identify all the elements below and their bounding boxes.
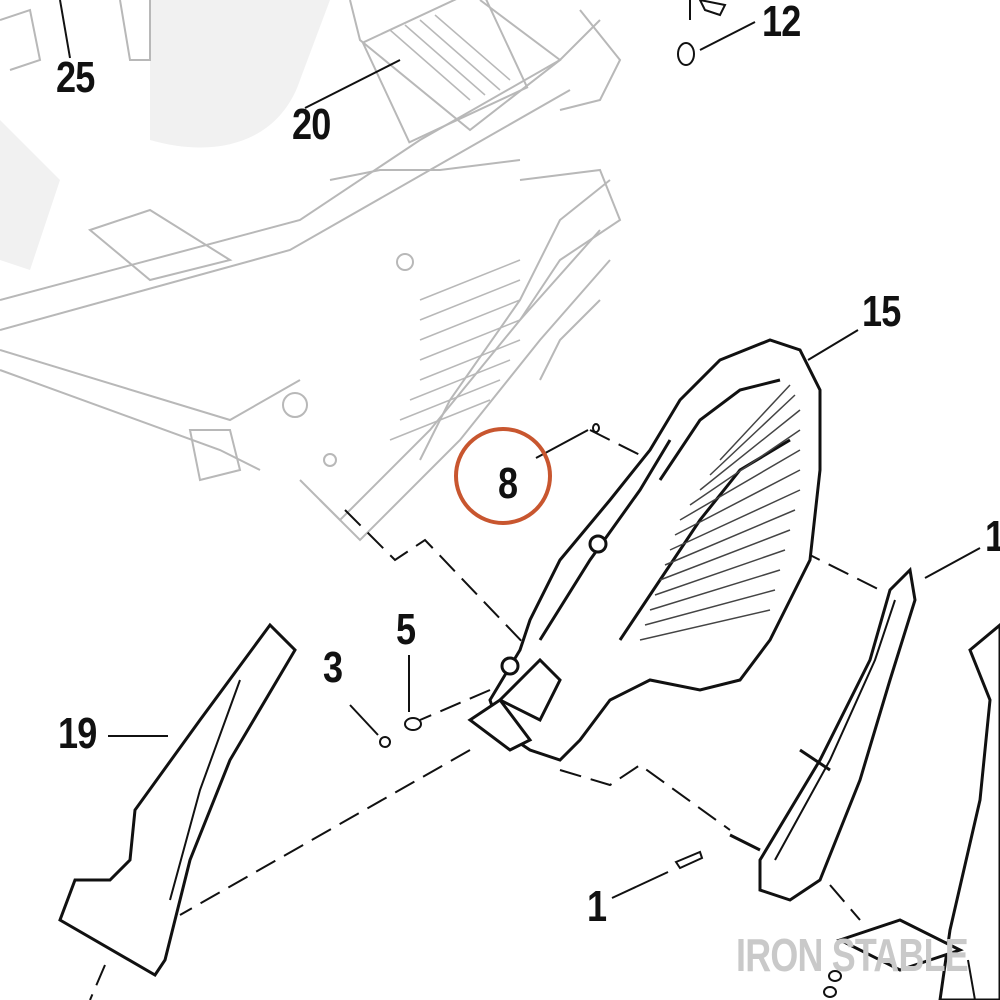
callout-1-right: 1 <box>985 515 1000 559</box>
hardware-grommet-12 <box>677 0 727 66</box>
radiator-cover-part <box>467 338 822 762</box>
assembly-dash-lines <box>89 0 881 1000</box>
callout-1-bottom: 1 <box>587 882 607 931</box>
hardware-clip-8 <box>592 423 600 433</box>
watermark-text: IRON STABLE <box>736 929 969 981</box>
hardware-screw-bottom <box>823 970 842 998</box>
callout-5: 5 <box>396 605 416 654</box>
highlight-ring <box>454 427 552 525</box>
ghosted-frame <box>0 0 622 542</box>
hardware-washer-5 <box>404 717 422 731</box>
callout-15: 15 <box>862 287 901 336</box>
callout-25: 25 <box>56 53 95 102</box>
right-bracket-part <box>729 566 917 902</box>
right-edge-part <box>836 623 1000 1000</box>
callout-19: 19 <box>58 709 97 758</box>
hardware-screw-1 <box>674 850 704 870</box>
background-logo-shape-lower <box>0 120 60 270</box>
callout-12: 12 <box>762 0 801 46</box>
hardware-screw-3 <box>379 736 391 748</box>
callout-8: 8 <box>498 459 518 508</box>
background-logo-shape <box>150 0 330 148</box>
callout-20: 20 <box>292 100 331 149</box>
callout-3: 3 <box>323 643 343 692</box>
left-trim-part <box>58 622 297 978</box>
radiator-cover-fins <box>639 384 801 641</box>
